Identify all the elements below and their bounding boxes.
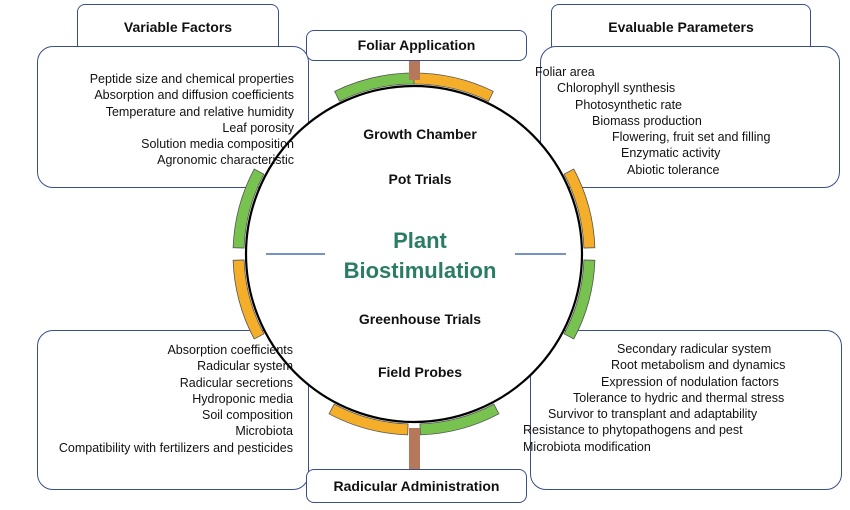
list-item: Agronomic characteristic [157, 153, 294, 168]
variable-factors-label: Variable Factors [123, 19, 233, 35]
list-item: Leaf porosity [222, 120, 294, 135]
center-title-line2: Biostimulation [343, 258, 497, 283]
bottom-right-box [530, 330, 842, 490]
stem-bottom [409, 428, 420, 470]
list-item: Solution media composition [141, 137, 294, 152]
color-arc-segment [413, 72, 494, 102]
color-arc-segment [563, 168, 596, 249]
list-item: Soil composition [201, 408, 293, 423]
list-item: Flowering, fruit set and filling [612, 130, 771, 145]
radicular-administration-label: Radicular Administration [306, 469, 527, 503]
list-item: Photosynthetic rate [575, 97, 683, 112]
list-item: Microbiota [235, 424, 293, 439]
foliar-application-label: Foliar Application [306, 30, 527, 61]
list-item: Secondary radicular system [617, 342, 772, 356]
list-item: Foliar area [535, 65, 595, 79]
trial-field-probes: Field Probes [377, 364, 463, 380]
list-item: Expression of nodulation factors [601, 374, 779, 389]
bottom-left-box [37, 330, 309, 490]
list-item: Abiotic tolerance [627, 162, 720, 177]
list-item: Microbiota modification [523, 439, 651, 454]
top-right-box [540, 46, 840, 188]
list-item: Survivor to transplant and adaptability [548, 407, 758, 422]
list-item: Peptide size and chemical properties [89, 72, 294, 86]
color-arc-segment [419, 403, 500, 436]
list-item: Radicular secretions [179, 375, 293, 390]
list-item: Absorption and diffusion coefficients [94, 88, 294, 103]
radicular-administration-text: Radicular Administration [333, 478, 500, 494]
list-item: Radicular system [197, 359, 293, 374]
color-arc-segment [563, 259, 596, 340]
evaluable-parameters-label: Evaluable Parameters [608, 19, 754, 35]
top-left-box [37, 46, 309, 188]
color-arc-segment [328, 403, 409, 436]
list-item: Resistance to phytopathogens and pest [523, 423, 743, 438]
color-arcs [232, 72, 596, 436]
list-item: Tolerance to hydric and thermal stress [573, 390, 785, 405]
list-item: Biomass production [592, 113, 702, 128]
central-circle [244, 84, 584, 424]
list-item: Compatibility with fertilizers and pesti… [58, 440, 293, 455]
color-arc-segment [232, 168, 265, 249]
list-item: Temperature and relative humidity [105, 104, 294, 119]
trial-growth-chamber: Growth Chamber [363, 126, 477, 142]
stem-top [409, 60, 420, 80]
list-item: Absorption coefficients [167, 343, 293, 357]
trial-pot-trials: Pot Trials [388, 171, 452, 187]
trial-greenhouse: Greenhouse Trials [358, 311, 482, 327]
color-arc-segment [232, 259, 265, 340]
list-item: Chlorophyll synthesis [557, 81, 676, 96]
foliar-application-text: Foliar Application [357, 37, 476, 53]
list-item: Enzymatic activity [621, 146, 721, 161]
center-title-line1: Plant [393, 228, 447, 253]
list-item: Hydroponic media [192, 391, 293, 406]
list-item: Root metabolism and dynamics [611, 358, 786, 373]
